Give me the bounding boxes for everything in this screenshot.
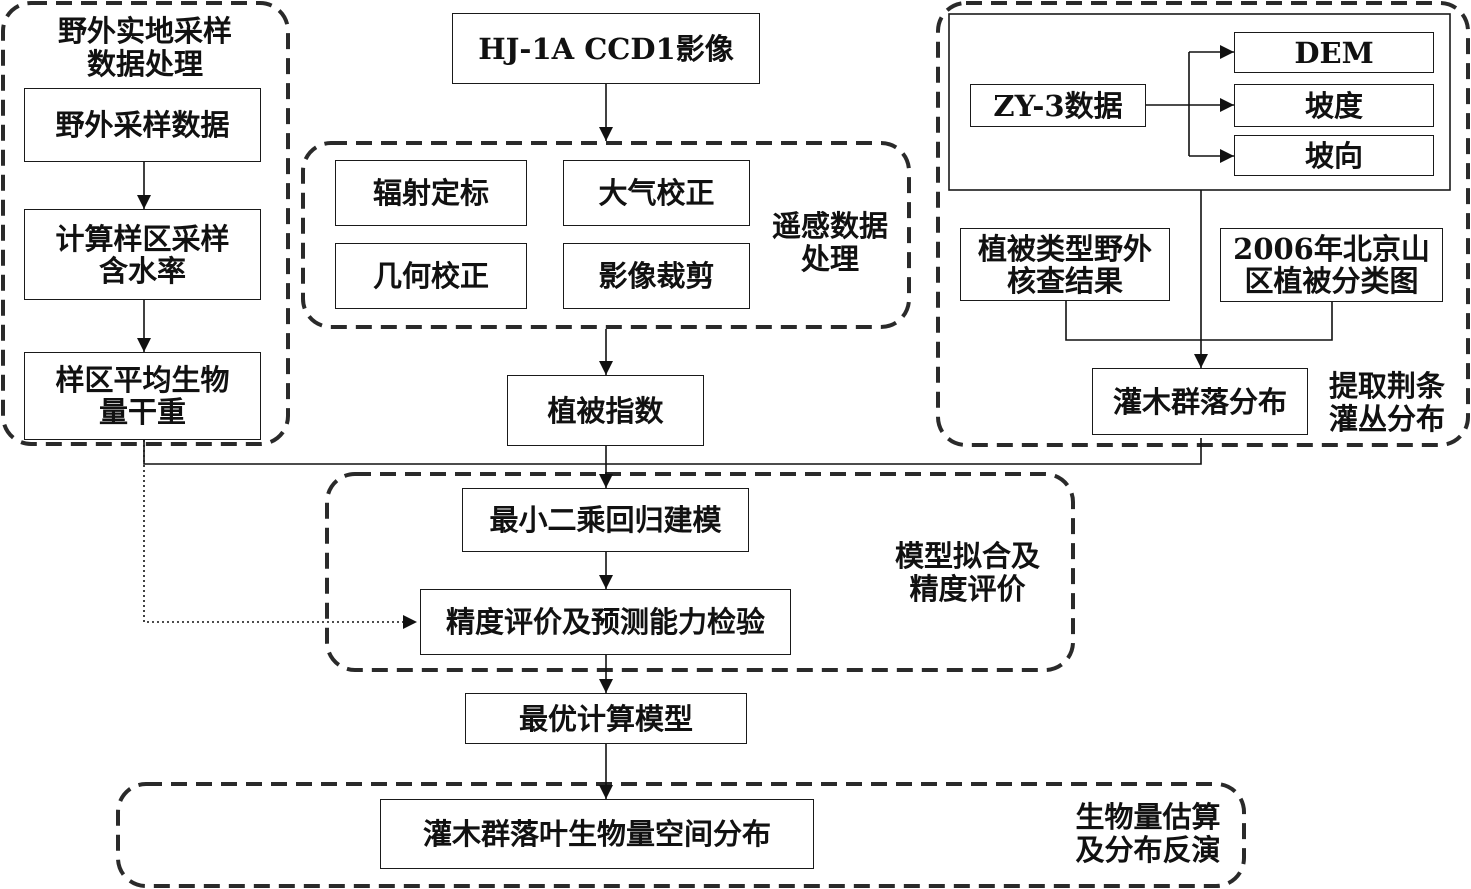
group-label-rs-text: 遥感数据 处理	[771, 209, 888, 276]
group-border-field	[1, 1, 290, 446]
box-slope-text: 坡度	[1304, 88, 1363, 123]
group-label-rs: 遥感数据 处理	[760, 210, 900, 276]
box-slope: 坡度	[1234, 84, 1434, 127]
box-radiometric: 辐射定标	[335, 160, 527, 226]
bracket-veg-sources	[1065, 300, 1333, 341]
zy3-frame	[948, 13, 1451, 191]
box-aspect: 坡向	[1234, 135, 1434, 176]
box-dem-text: DEM	[1294, 35, 1374, 70]
box-hj1a: HJ-1A CCD1影像	[452, 13, 760, 84]
box-veg-index: 植被指数	[507, 375, 704, 446]
box-optimal: 最优计算模型	[465, 693, 747, 744]
box-least-squares: 最小二乘回归建模	[462, 488, 749, 552]
box-dry-weight-text: 样区平均生物 量干重	[55, 363, 230, 429]
box-hj1a-text: HJ-1A CCD1影像	[478, 31, 734, 66]
box-geometric-text: 几何校正	[372, 259, 489, 293]
box-veg-index-text: 植被指数	[547, 393, 664, 428]
box-zy3: ZY-3数据	[970, 84, 1146, 127]
box-moisture: 计算样区采样 含水率	[24, 209, 261, 300]
box-geometric: 几何校正	[335, 243, 527, 309]
group-label-model: 模型拟合及 精度评价	[880, 540, 1055, 606]
box-dry-weight: 样区平均生物 量干重	[24, 352, 261, 440]
box-field-data: 野外采样数据	[24, 88, 261, 162]
dotted-field-to-accuracy	[143, 440, 417, 629]
box-veg-map-text: 2006年北京山 区植被分类图	[1233, 232, 1430, 298]
group-label-extract: 提取荆条 灌丛分布	[1312, 370, 1462, 436]
box-accuracy: 精度评价及预测能力检验	[420, 589, 791, 655]
box-field-data-text: 野外采样数据	[55, 108, 230, 142]
box-shrub-dist: 灌木群落分布	[1092, 368, 1308, 435]
box-least-squares-text: 最小二乘回归建模	[489, 503, 722, 537]
box-aspect-text: 坡向	[1304, 138, 1363, 173]
box-clip: 影像裁剪	[563, 243, 750, 309]
group-border-biomass	[116, 782, 1246, 888]
box-moisture-text: 计算样区采样 含水率	[55, 221, 230, 288]
box-shrub-dist-text: 灌木群落分布	[1112, 384, 1287, 419]
group-label-model-text: 模型拟合及 精度评价	[894, 539, 1040, 606]
box-atmospheric: 大气校正	[563, 160, 750, 226]
box-veg-check: 植被类型野外 核查结果	[960, 228, 1170, 301]
box-veg-check-text: 植被类型野外 核查结果	[977, 231, 1152, 298]
box-clip-text: 影像裁剪	[598, 259, 715, 293]
group-label-biomass-text: 生物量估算 及分布反演	[1075, 800, 1221, 867]
box-zy3-text: ZY-3数据	[993, 88, 1123, 123]
box-spatial: 灌木群落叶生物量空间分布	[380, 799, 814, 869]
box-veg-map: 2006年北京山 区植被分类图	[1220, 228, 1443, 302]
box-dem: DEM	[1234, 32, 1434, 73]
box-spatial-text: 灌木群落叶生物量空间分布	[422, 817, 771, 851]
group-label-field: 野外实地采样 数据处理	[30, 15, 260, 81]
group-border-rs	[301, 141, 911, 329]
group-label-extract-text: 提取荆条 灌丛分布	[1328, 369, 1445, 436]
group-label-field-text: 野外实地采样 数据处理	[57, 14, 232, 81]
group-border-extract	[936, 1, 1470, 447]
connectors	[137, 45, 1333, 799]
box-radiometric-text: 辐射定标	[372, 176, 489, 210]
group-border-model	[325, 472, 1075, 672]
box-accuracy-text: 精度评价及预测能力检验	[445, 605, 765, 639]
box-optimal-text: 最优计算模型	[518, 701, 693, 736]
box-atmospheric-text: 大气校正	[598, 176, 715, 210]
group-label-biomass: 生物量估算 及分布反演	[1058, 801, 1238, 867]
